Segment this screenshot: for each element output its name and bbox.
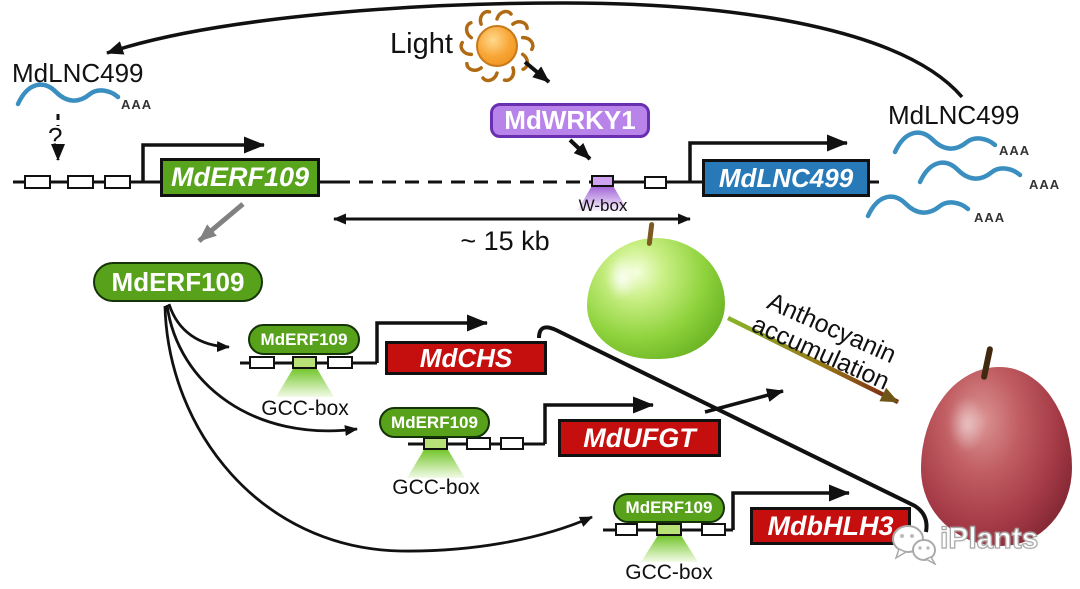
lncrna-wave-right-2 — [917, 160, 1023, 185]
lncrna-left-title: MdLNC499 — [12, 58, 144, 88]
iplants-watermark: iPlants — [939, 521, 1039, 555]
sun-rays — [459, 9, 535, 83]
exon-box — [500, 437, 524, 450]
exon-box — [24, 175, 51, 189]
tss-arrow-mdbhlh3 — [731, 484, 850, 530]
light-label: Light — [390, 28, 453, 60]
arrow-erf-to-mdchs — [167, 303, 230, 353]
sun-icon — [476, 25, 518, 67]
lncrna-right-title: MdLNC499 — [888, 100, 1020, 130]
gcc-box-label-mdbhlh3: GCC-box — [625, 561, 713, 584]
lncrna-waves — [15, 82, 1023, 219]
arrow-erf-to-mdufgt — [165, 304, 358, 436]
mdwrky1-protein: MdWRKY1 — [490, 103, 650, 138]
gene-group-bracket — [537, 325, 929, 533]
tss-arrow-mdchs — [375, 314, 488, 363]
mderf109-tf-on-mdufgt: MdERF109 — [379, 407, 490, 438]
red-apple-image — [921, 367, 1072, 546]
lncrna-wave-right-1 — [892, 130, 998, 155]
exon-box — [104, 175, 131, 189]
arrow-erf-to-mdbhlh3 — [163, 305, 593, 553]
polya-right-3: AAA — [974, 210, 1006, 225]
mdufgt-gene-box: MdUFGT — [558, 419, 721, 457]
gcc-element-mdchs — [292, 356, 317, 369]
wbox-label: W-box — [578, 196, 628, 215]
wechat-icon — [892, 525, 937, 565]
mdbhlh3-gene-box: MdbHLH3 — [750, 507, 911, 545]
distance-label: ~ 15 kb — [460, 226, 550, 256]
gcc-box-label-mdufgt: GCC-box — [392, 476, 480, 499]
tss-arrow-mderf109 — [141, 136, 265, 182]
green-apple-highlight — [606, 256, 638, 300]
tss-arrow-mdufgt — [543, 396, 654, 444]
arrow-light-to-wrky — [523, 60, 551, 84]
wbox-element — [591, 175, 614, 187]
exon-box — [466, 437, 491, 450]
gcc-element-mdufgt — [423, 437, 448, 450]
arrow-bracket-to-outcome — [704, 388, 784, 414]
exon-box — [327, 356, 353, 369]
mdlnc499-gene-box: MdLNC499 — [702, 159, 870, 197]
mderf109-tf-on-mdbhlh3: MdERF109 — [613, 493, 725, 523]
question-mark: ? — [48, 122, 63, 152]
exon-box — [249, 356, 275, 369]
gcc-element-mdbhlh3 — [656, 523, 682, 536]
tss-arrow-mdlnc499 — [688, 134, 848, 182]
exon-box — [644, 176, 667, 189]
exon-box — [701, 523, 726, 536]
feedback-loop-arrow — [106, 1, 964, 99]
lncrna-wave-left — [15, 82, 121, 107]
polya-right-2: AAA — [1029, 177, 1061, 192]
green-apple-image — [587, 238, 725, 359]
mderf109-gene-box: MdERF109 — [160, 158, 320, 197]
lncrna-wave-right-3 — [865, 194, 971, 219]
polya-right-1: AAA — [999, 143, 1031, 158]
exon-box — [67, 175, 94, 189]
mderf109-tf-on-mdchs: MdERF109 — [248, 324, 360, 355]
anthocyanin-arrow — [727, 315, 899, 405]
polya-left: AAA — [121, 97, 153, 112]
mderf109-protein: MdERF109 — [93, 262, 263, 302]
arrow-gene-to-protein — [197, 202, 245, 243]
arrow-wrky-to-wbox — [568, 138, 592, 161]
exon-box — [615, 523, 638, 536]
mdchs-gene-box: MdCHS — [385, 341, 547, 375]
red-apple-highlight — [949, 396, 985, 452]
gcc-box-label-mdchs: GCC-box — [261, 397, 349, 420]
